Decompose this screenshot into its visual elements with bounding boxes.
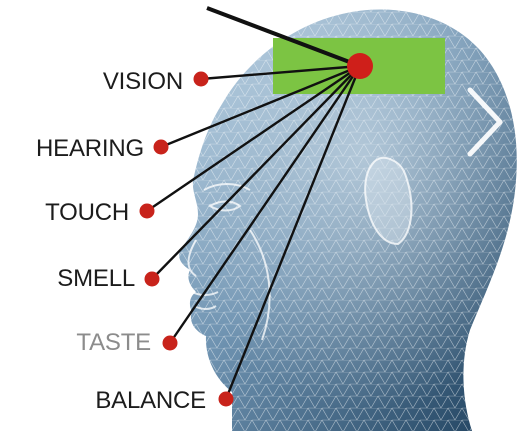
sense-dot-smell [145,272,160,287]
sense-dot-vision [194,72,209,87]
sense-dot-hearing [154,140,169,155]
sense-label-balance: BALANCE [95,387,206,414]
sense-dot-balance [219,392,234,407]
sense-label-hearing: HEARING [36,135,144,162]
sense-dot-touch [140,204,155,219]
sense-label-vision: VISION [103,68,183,95]
chevron-right-icon[interactable] [458,80,508,160]
sense-label-touch: TOUCH [45,199,129,226]
sense-label-taste: TASTE [76,329,151,356]
sense-dot-taste [163,336,178,351]
sense-label-smell: SMELL [57,265,135,292]
brain-hub-marker [347,53,373,79]
